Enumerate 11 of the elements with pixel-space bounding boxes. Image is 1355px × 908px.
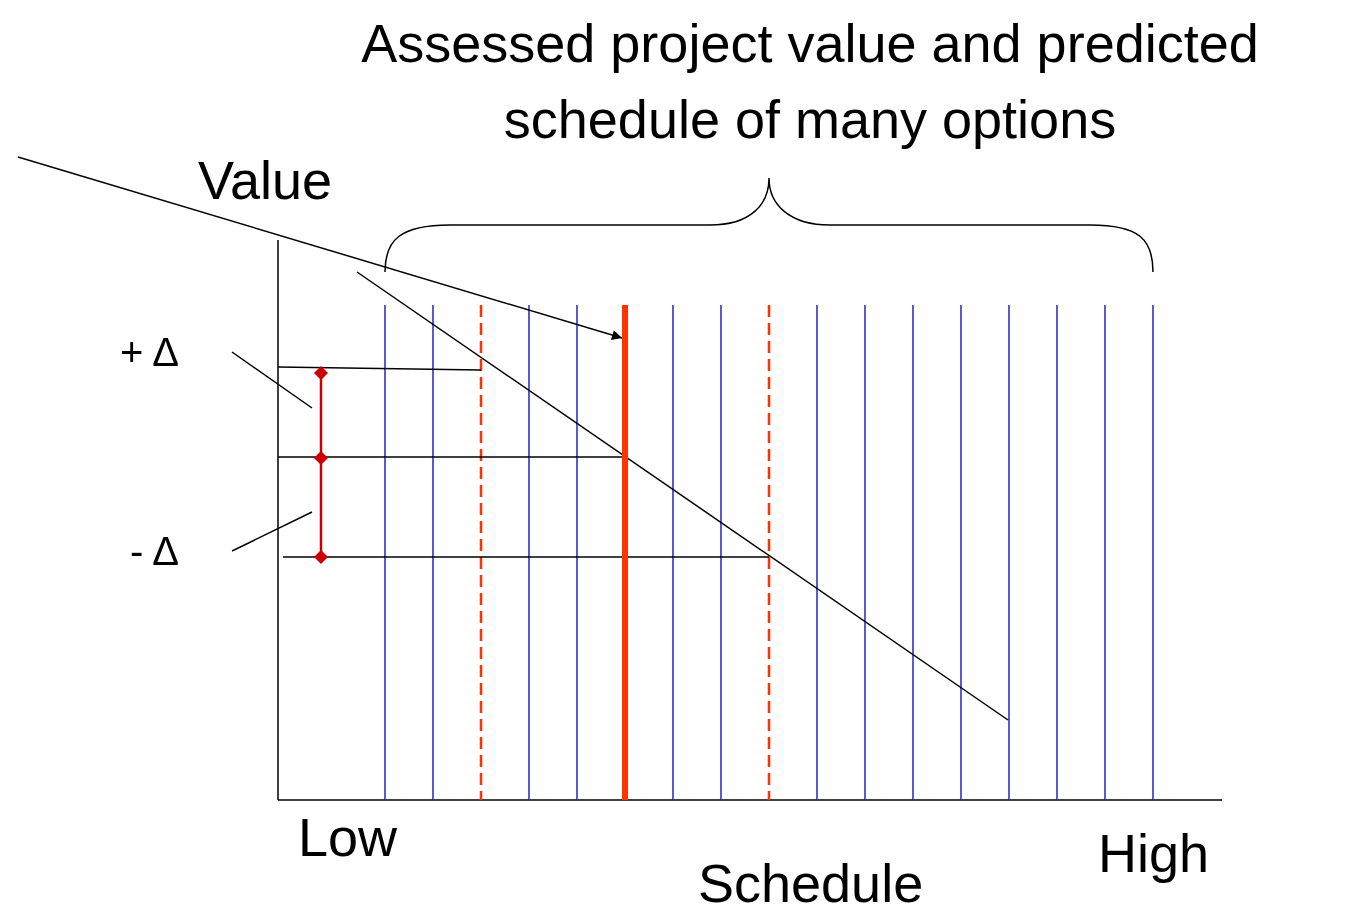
delta-label: + Δ xyxy=(120,323,232,381)
delta-label: - Δ xyxy=(130,522,232,580)
axis-label: High xyxy=(1098,823,1210,883)
leader-line xyxy=(231,511,313,552)
axis-label: Low xyxy=(298,807,398,867)
axis-title: Schedule xyxy=(698,853,924,908)
axis-title: Value xyxy=(198,150,333,210)
title: Assessed project value and predicted schedule of many options xyxy=(360,12,1260,151)
error-bar xyxy=(312,366,330,564)
leader-line xyxy=(231,351,313,409)
arrow xyxy=(17,156,623,340)
